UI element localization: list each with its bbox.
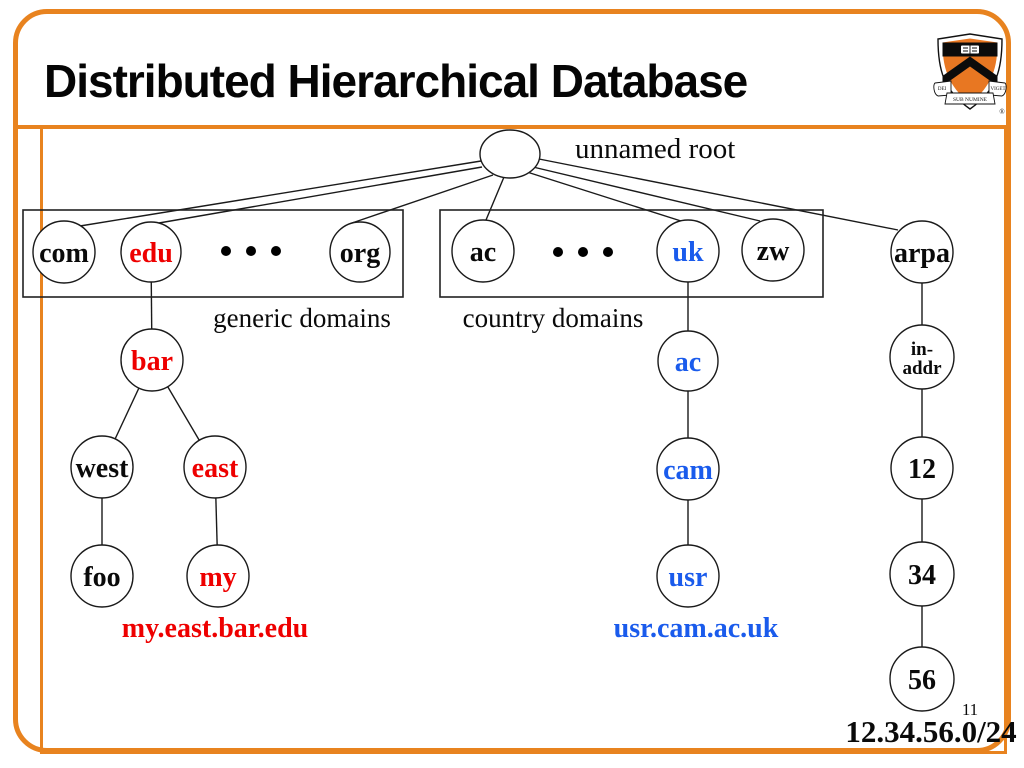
princeton-shield-icon: DEI VIGET SUB NUMINE ®	[933, 33, 1007, 116]
content-frame	[40, 126, 1007, 754]
motto-left: DEI	[938, 87, 947, 92]
node-56	[889, 646, 955, 712]
ellipsis-dot	[246, 246, 256, 256]
node-12	[890, 436, 954, 500]
princeton-shield-logo: DEI VIGET SUB NUMINE ®	[933, 33, 1007, 119]
motto-center: SUB NUMINE	[953, 97, 988, 103]
tree-edge	[538, 158, 899, 231]
root-label: unnamed root	[575, 133, 735, 165]
node-bar	[120, 328, 184, 392]
tree-edge	[79, 160, 482, 227]
node-usr	[656, 544, 720, 608]
generic-domains-label: generic domains	[213, 303, 391, 333]
node-label-uk: uk	[672, 237, 704, 268]
registered-mark: ®	[999, 108, 1005, 116]
node-in-addr	[889, 324, 955, 390]
node-cam	[656, 437, 720, 501]
ellipsis-dot	[221, 246, 231, 256]
node-label-ac: ac	[470, 237, 496, 268]
motto-right: VIGET	[991, 87, 1006, 92]
node-east	[183, 435, 247, 499]
tree-edge	[532, 166, 761, 222]
motto-ribbon: DEI VIGET SUB NUMINE	[933, 80, 1007, 105]
country-domains-box	[439, 209, 824, 298]
node-org	[329, 221, 391, 283]
node-label-usr: usr	[669, 562, 708, 593]
page-number: 11	[962, 700, 978, 719]
tree-edge	[526, 171, 682, 222]
node-label-12: 12	[908, 454, 936, 485]
node-west	[70, 435, 134, 499]
node-label-bar: bar	[131, 346, 173, 377]
generic-domains-box	[22, 209, 404, 298]
node-zw	[741, 218, 805, 282]
node-com	[32, 220, 96, 284]
country-domains-label: country domains	[463, 303, 644, 333]
ellipsis-dot	[603, 247, 613, 257]
node-label-edu: edu	[129, 238, 173, 269]
node-label-arpa: arpa	[894, 238, 950, 269]
caption-12-34-56-0-24: 12.34.56.0/24	[845, 714, 1016, 749]
node-edu	[120, 221, 182, 283]
tree-edge	[158, 166, 483, 224]
ellipsis-dot	[578, 247, 588, 257]
ellipsis-dot	[553, 247, 563, 257]
node-my	[186, 544, 250, 608]
tree-edge	[351, 174, 494, 224]
ellipsis-dot	[271, 246, 281, 256]
node-label-com: com	[39, 238, 89, 269]
node-uk	[656, 219, 720, 283]
root-node	[479, 129, 541, 179]
caption-usr-cam-ac-uk: usr.cam.ac.uk	[614, 613, 779, 644]
node-label-org: org	[340, 238, 380, 269]
node-label-ac-uk: ac	[675, 347, 701, 378]
node-34	[889, 541, 955, 607]
node-label-my: my	[199, 562, 236, 593]
node-label-cam: cam	[663, 455, 713, 486]
tree-edge	[485, 176, 505, 221]
node-label-east: east	[192, 453, 239, 484]
node-ac-uk	[657, 330, 719, 392]
node-label-foo: foo	[83, 562, 120, 593]
node-label-34: 34	[908, 560, 936, 591]
node-ac	[451, 219, 515, 283]
node-label-zw: zw	[757, 236, 790, 267]
node-foo	[70, 544, 134, 608]
node-label-56: 56	[908, 665, 936, 696]
node-label-in-addr: in-addr	[902, 339, 942, 379]
node-label-west: west	[76, 453, 130, 484]
page-title: Distributed Hierarchical Database	[44, 55, 748, 107]
node-arpa	[890, 220, 954, 284]
caption-my-east-bar-edu: my.east.bar.edu	[122, 613, 308, 644]
